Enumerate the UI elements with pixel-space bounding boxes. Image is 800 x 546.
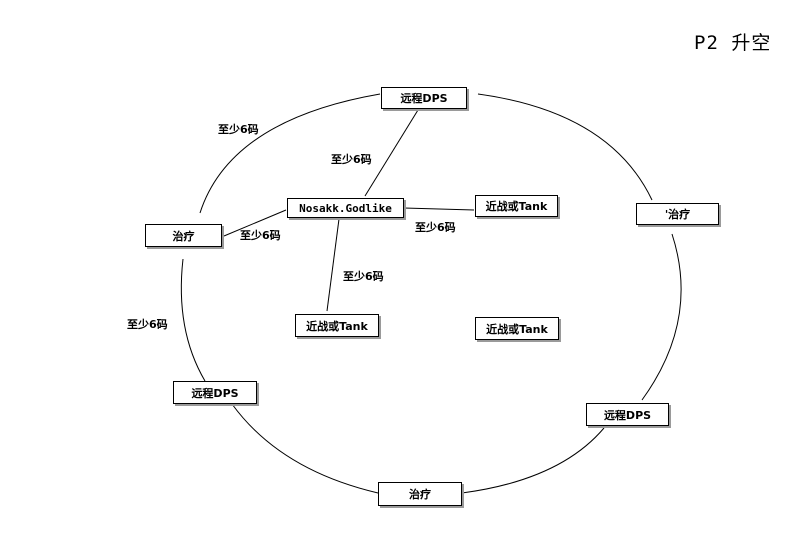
circle-arc-top-left [199,93,381,214]
circle-arc-top-right [477,93,653,201]
ranged-dps-right-node: 远程DPS [586,403,669,426]
healer-bottom-node: 治疗 [378,482,462,506]
melee-tank-right-node: 近战或Tank [475,195,558,217]
circle-arc-right [641,233,682,401]
circle-arc-left [180,258,206,382]
circle-arc-bottom-left [231,403,379,494]
healer-left-node: 治疗 [145,224,222,247]
ranged-dps-top-node: 远程DPS [381,87,467,109]
distance-label-arc-left: 至少6码 [127,318,168,331]
distance-label-center-bottom: 至少6码 [343,270,384,283]
link-center-bottom [326,218,340,312]
link-center-top [364,109,419,197]
distance-label-center-left: 至少6码 [240,229,281,242]
distance-label-arc-top-left: 至少6码 [218,123,259,136]
melee-tank-bottom-node: 近战或Tank [295,314,379,337]
distance-label-center-top: 至少6码 [331,153,372,166]
link-center-right [403,207,475,211]
melee-tank-far-right-node: 近战或Tank [475,317,559,340]
link-center-left [223,209,287,237]
ranged-dps-left-node: 远程DPS [173,381,257,404]
healer-right-node: '治疗 [636,203,719,225]
circle-arc-bottom-right [461,427,605,494]
center-player-node: Nosakk.Godlike [287,198,404,218]
page-title: P2 升空 [694,32,772,54]
distance-label-center-right: 至少6码 [415,221,456,234]
